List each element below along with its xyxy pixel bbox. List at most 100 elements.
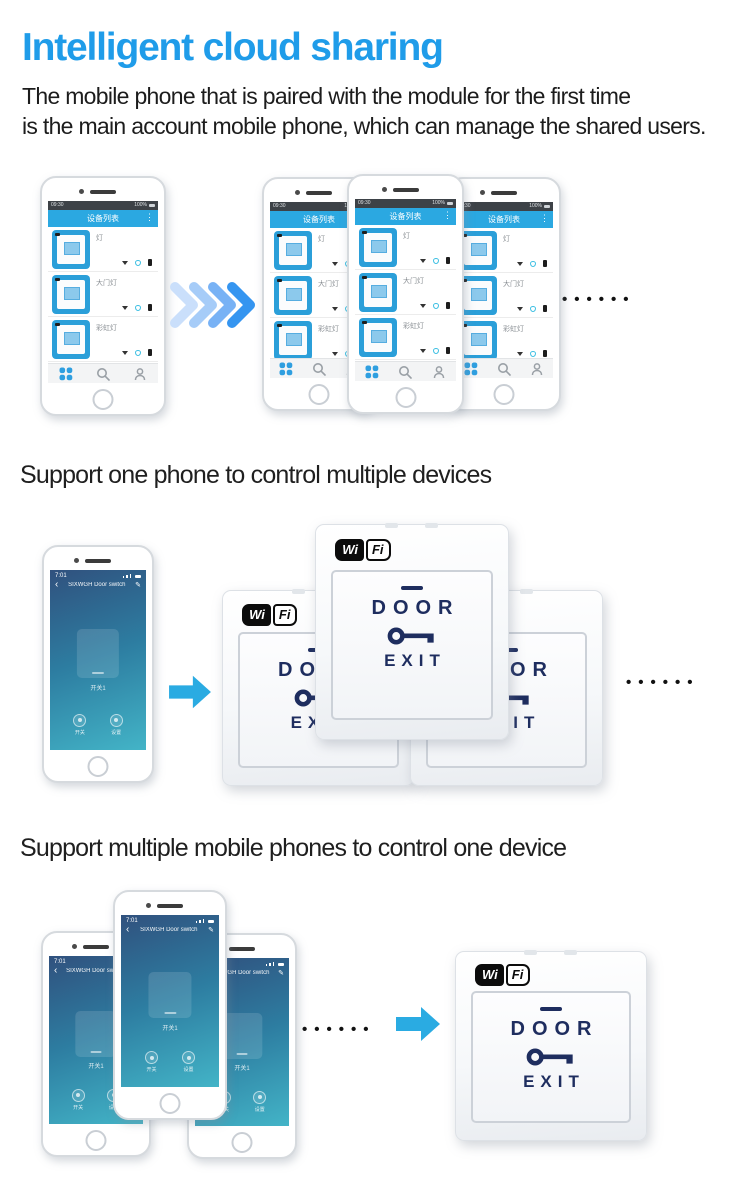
- camera-dot: [79, 189, 84, 194]
- speaker-bar: [83, 945, 109, 949]
- app-title: 设备列表: [87, 214, 119, 223]
- action-label: 设置: [183, 1067, 194, 1074]
- caret-icon: [332, 306, 338, 311]
- device-thumbnail: [52, 230, 90, 269]
- droplet-icon: [135, 349, 141, 356]
- app-title: SIXWGH Door switch: [68, 582, 126, 588]
- home-button: [85, 1130, 107, 1151]
- signal-wifi-battery-icons: [195, 919, 214, 923]
- home-button: [308, 384, 330, 405]
- action-label: 设置: [111, 729, 122, 736]
- edit-icon: ✎: [135, 582, 141, 589]
- status-battery-percent: 100%: [432, 200, 445, 206]
- key-icon: [387, 627, 434, 645]
- switch-card: [76, 629, 120, 678]
- status-battery-percent: 100%: [529, 203, 542, 209]
- switch-label: 开关1: [234, 1066, 250, 1072]
- bottom-nav: [455, 358, 553, 378]
- back-icon: ‹: [55, 579, 59, 590]
- signal-wifi-battery-icons: [265, 962, 284, 966]
- device-name: 彩虹灯: [318, 326, 339, 333]
- thumb-dot: [277, 234, 282, 237]
- grid-icon: [59, 367, 73, 380]
- device-name: 灯: [503, 236, 510, 243]
- home-button: [159, 1093, 181, 1114]
- power-icon: [73, 713, 87, 727]
- key-icon: [526, 1048, 573, 1067]
- thumb-dot: [362, 231, 367, 234]
- page-title: Intelligent cloud sharing: [22, 26, 444, 69]
- chevron-right-arrows: [170, 282, 255, 328]
- device-thumbnail: [52, 275, 90, 314]
- device-row: 灯: [355, 225, 456, 270]
- device-thumbnail: [359, 228, 397, 267]
- app-header: 设备列表 ⋮: [455, 211, 553, 228]
- app-title: SIXWGH Door switch: [66, 968, 124, 974]
- speaker-bar: [306, 191, 332, 195]
- camera-dot: [72, 944, 77, 949]
- settings-icon: [182, 1051, 195, 1065]
- caret-icon: [517, 306, 523, 311]
- subtitle-line-2: is the main account mobile phone, which …: [22, 113, 706, 139]
- action-label: 设置: [254, 1106, 265, 1113]
- section-heading-one-phone: Support one phone to control multiple de…: [20, 461, 492, 489]
- switch-card: [75, 1011, 117, 1057]
- thumb-dot: [462, 279, 467, 282]
- menu-icon: ⋮: [540, 213, 549, 223]
- delete-icon: [543, 305, 547, 312]
- switch-label: 开关1: [88, 1064, 104, 1070]
- person-icon: [134, 367, 145, 380]
- power-icon: [145, 1051, 158, 1065]
- delete-icon: [446, 257, 450, 264]
- dash-mark: [540, 1007, 562, 1012]
- speaker-bar: [90, 190, 116, 194]
- status-time: 7:01: [126, 918, 138, 924]
- mount-notch: [291, 589, 305, 594]
- device-row: 大门灯: [455, 273, 553, 318]
- delete-icon: [148, 304, 152, 311]
- menu-icon: ⋮: [145, 212, 154, 222]
- device-name: 彩虹灯: [403, 323, 424, 330]
- person-icon: [433, 365, 445, 378]
- app-nav-bar: ‹ SIXWGH Door switch ✎: [50, 579, 146, 591]
- speaker-bar: [392, 188, 419, 192]
- multi-phone-right: 7:01 ‹ SIXWGH Door switch ✎ 开关1 开关 设置: [187, 933, 297, 1159]
- subtitle-line-1: The mobile phone that is paired with the…: [22, 83, 631, 109]
- device-name: 大门灯: [403, 278, 424, 285]
- dash-mark: [401, 585, 423, 590]
- status-bar: 09:30 100%: [455, 202, 553, 211]
- app-header: 设备列表 ⋮: [48, 210, 158, 227]
- device-name: 大门灯: [318, 281, 339, 288]
- app-title: SIXWGH Door switch: [140, 927, 198, 933]
- device-row: 大门灯: [355, 270, 456, 315]
- device-row: 彩虹灯: [455, 318, 553, 363]
- caret-icon: [517, 351, 523, 356]
- mount-notch: [385, 523, 399, 528]
- speaker-bar: [157, 904, 183, 908]
- shared-phone-1: 09:30 100% 设备列表 ⋮ 灯 大门灯 彩虹灯: [262, 177, 376, 411]
- device-row: 灯: [455, 228, 553, 273]
- delete-icon: [543, 260, 547, 267]
- device-row: 大门灯: [48, 272, 158, 317]
- thumb-dot: [362, 276, 367, 279]
- device-thumbnail: [274, 276, 312, 315]
- home-button: [231, 1132, 253, 1153]
- controller-phone: 7:01 ‹ SIXWGH Door switch ✎ 开关1 开关 设置: [42, 545, 154, 783]
- status-time: 09:30: [458, 203, 471, 209]
- thumb-dot: [55, 323, 60, 326]
- mount-notch: [425, 523, 439, 528]
- exit-label: EXIT: [523, 1072, 585, 1092]
- delete-icon: [446, 302, 450, 309]
- droplet-icon: [135, 259, 141, 266]
- switch-label: 开关1: [162, 1025, 178, 1032]
- droplet-icon: [433, 347, 439, 354]
- action-label: 开关: [73, 1104, 84, 1111]
- droplet-icon: [433, 257, 439, 264]
- delete-icon: [543, 350, 547, 357]
- switch-card: [221, 1013, 263, 1059]
- status-time: 7:01: [55, 573, 67, 579]
